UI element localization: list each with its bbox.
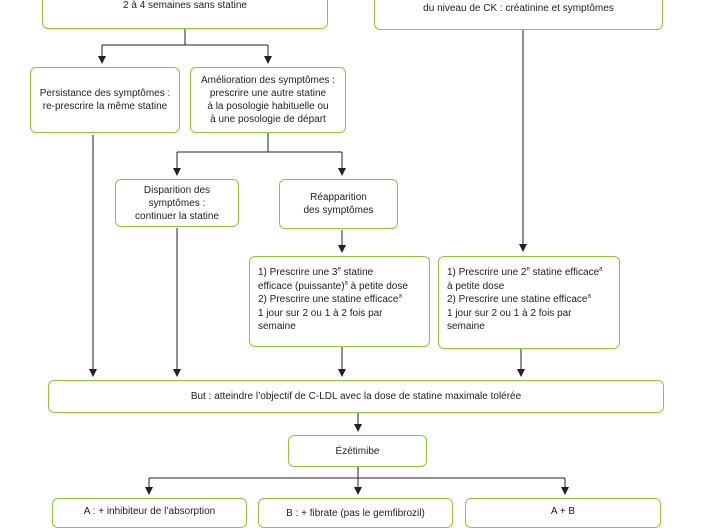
box-amelioration-text: Amélioration des symptômes : prescrire u… xyxy=(201,75,335,125)
prescribe3-text: 1) Prescrire une 3e statine efficace (pu… xyxy=(258,266,408,332)
box-top-right-text: du niveau de CK : créatinine et symptôme… xyxy=(423,3,614,14)
box-reapparition-text: Réapparition des symptômes xyxy=(303,192,374,216)
flow-arrows xyxy=(89,29,569,495)
box-top-left-text: 2 à 4 semaines sans statine xyxy=(123,0,247,11)
box-amelioration: Amélioration des symptômes : prescrire u… xyxy=(190,67,346,133)
box-disparition: Disparition des symptômes : continuer la… xyxy=(115,179,239,227)
box-option-a-text: A : + inhibiteur de l’absorption xyxy=(83,506,216,517)
box-ezetimibe: Ézétimibe xyxy=(288,435,427,467)
box-option-ab-text: A + B xyxy=(550,506,576,517)
box-but: But : atteindre l’objectif de C-LDL avec… xyxy=(48,380,664,413)
box-prescribe-second-statin: 1) Prescrire une 2e statine efficacea à … xyxy=(438,256,620,349)
box-option-b-text: B : + fibrate (pas le gemfibrozil) xyxy=(286,508,425,519)
box-ezetimibe-text: Ézétimibe xyxy=(335,445,380,457)
box-persistance-text: Persistance des symptômes : re-prescrire… xyxy=(39,88,171,112)
box-but-text: But : atteindre l’objectif de C-LDL avec… xyxy=(190,391,522,402)
box-top-right: du niveau de CK : créatinine et symptôme… xyxy=(374,0,663,30)
prescribe2-text: 1) Prescrire une 2e statine efficacea à … xyxy=(447,266,603,332)
box-persistance: Persistance des symptômes : re-prescrire… xyxy=(30,67,180,133)
box-prescribe-third-statin: 1) Prescrire une 3e statine efficace (pu… xyxy=(249,256,430,347)
box-top-left: 2 à 4 semaines sans statine xyxy=(42,0,328,29)
box-option-b: B : + fibrate (pas le gemfibrozil) xyxy=(258,498,453,528)
box-option-a: A : + inhibiteur de l’absorption xyxy=(52,498,247,528)
box-disparition-text: Disparition des symptômes : continuer la… xyxy=(135,184,219,222)
box-option-ab: A + B xyxy=(465,498,661,528)
box-reapparition: Réapparition des symptômes xyxy=(279,179,398,229)
